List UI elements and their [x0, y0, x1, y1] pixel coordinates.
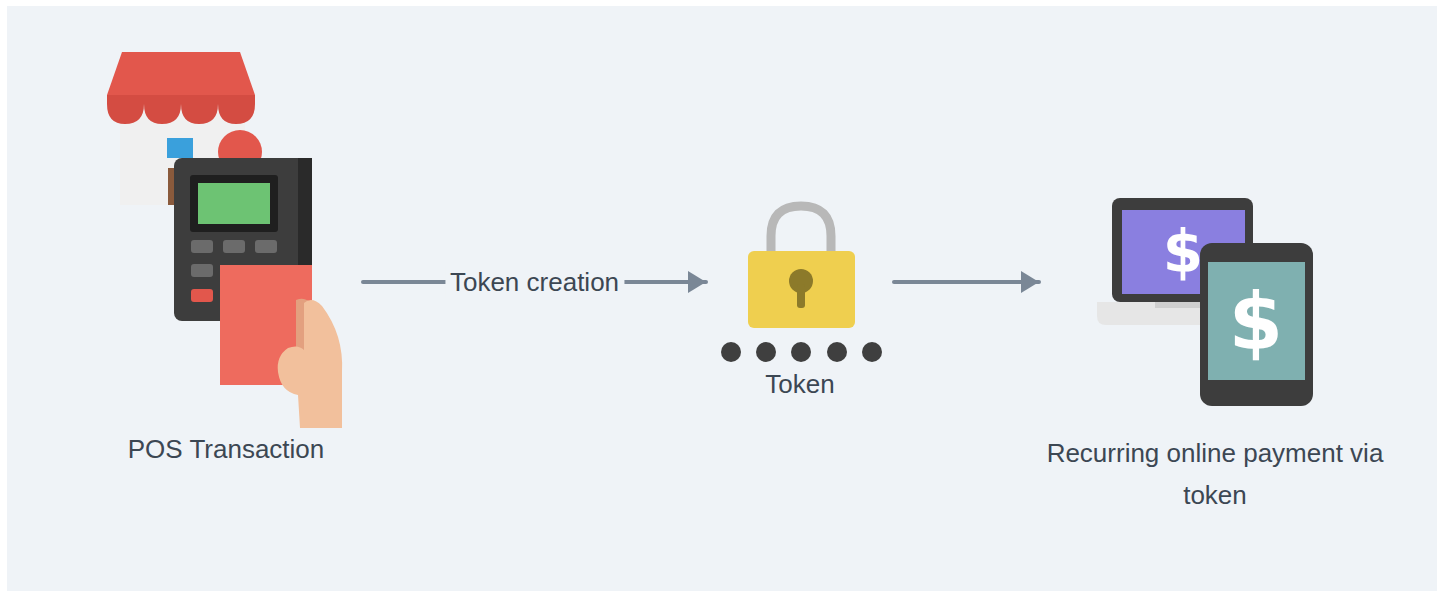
edge-label: Token creation	[445, 266, 624, 298]
node-caption: Recurring online payment via token	[1045, 432, 1385, 516]
illustration-node: Token	[712, 195, 888, 405]
flow-arrow	[894, 280, 1039, 284]
lock-icon	[721, 206, 882, 362]
dollar-sign: $	[1163, 223, 1203, 281]
card-hand	[220, 265, 342, 428]
node-caption: POS Transaction	[128, 428, 325, 470]
dollar-sign: $	[1229, 283, 1283, 361]
node-caption: Token	[765, 363, 834, 405]
illustration-node: Recurring online payment via token	[1045, 188, 1385, 516]
devices-icon	[1097, 198, 1313, 406]
illustration-node: POS Transaction	[95, 40, 357, 470]
